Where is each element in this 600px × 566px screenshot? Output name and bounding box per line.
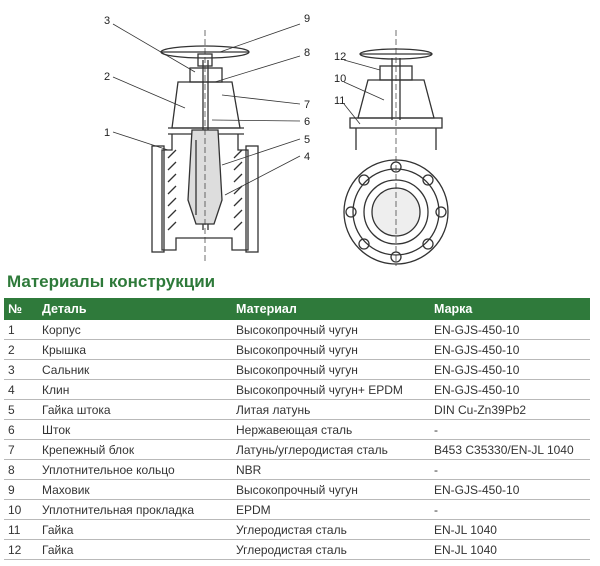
cell-material: Высокопрочный чугун+ EPDM: [232, 379, 430, 400]
cell-no: 11: [4, 519, 38, 540]
cell-grade: EN-GJS-450-10: [430, 379, 590, 400]
cell-grade: -: [430, 499, 590, 520]
cell-grade: EN-GJS-450-10: [430, 359, 590, 380]
cell-grade: B453 C35330/EN-JL 1040: [430, 439, 590, 460]
cell-no: 1: [4, 320, 38, 340]
cell-part: Сальник: [38, 359, 232, 380]
callout-10: 10: [334, 73, 346, 85]
cell-material: Углеродистая сталь: [232, 519, 430, 540]
cell-part: Гайка: [38, 519, 232, 540]
cell-no: 6: [4, 419, 38, 440]
cell-material: NBR: [232, 459, 430, 480]
cell-grade: EN-GJS-450-10: [430, 339, 590, 360]
header-part: Деталь: [38, 298, 232, 320]
cell-no: 10: [4, 499, 38, 520]
cell-part: Корпус: [38, 320, 232, 340]
cell-no: 2: [4, 339, 38, 360]
cell-no: 12: [4, 539, 38, 560]
cell-part: Клин: [38, 379, 232, 400]
cell-material: Высокопрочный чугун: [232, 339, 430, 360]
callout-4: 4: [304, 151, 310, 163]
cell-grade: EN-GJS-450-10: [430, 479, 590, 500]
callout-7: 7: [304, 99, 310, 111]
cell-part: Гайка: [38, 539, 232, 560]
header-material: Материал: [232, 298, 430, 320]
valve-drawing: 1 2 3 4 5 6 7 8 9 10 11 12: [104, 13, 449, 266]
cell-part: Шток: [38, 419, 232, 440]
cell-no: 9: [4, 479, 38, 500]
cell-material: Высокопрочный чугун: [232, 359, 430, 380]
cell-material: Высокопрочный чугун: [232, 320, 430, 340]
cell-part: Уплотнительная прокладка: [38, 499, 232, 520]
cell-grade: -: [430, 419, 590, 440]
cell-part: Уплотнительное кольцо: [38, 459, 232, 480]
callout-11: 11: [334, 95, 345, 107]
cell-part: Маховик: [38, 479, 232, 500]
cell-no: 4: [4, 379, 38, 400]
callout-6: 6: [304, 116, 310, 128]
section-title: Материалы конструкции: [7, 272, 216, 291]
cell-material: Латунь/углеродистая сталь: [232, 439, 430, 460]
callout-3: 3: [104, 15, 110, 27]
cell-grade: DIN Cu-Zn39Pb2: [430, 399, 590, 420]
callout-5: 5: [304, 134, 310, 146]
cell-material: EPDM: [232, 499, 430, 520]
cell-material: Литая латунь: [232, 399, 430, 420]
valve-section-view: [151, 30, 259, 262]
leader-lines-left: [112, 23, 301, 196]
cell-part: Крепежный блок: [38, 439, 232, 460]
cell-grade: EN-JL 1040: [430, 539, 590, 560]
cell-grade: -: [430, 459, 590, 480]
cell-material: Нержавеющая сталь: [232, 419, 430, 440]
cell-no: 3: [4, 359, 38, 380]
table-header-row: № Деталь Материал Марка: [4, 298, 590, 320]
cell-no: 5: [4, 399, 38, 420]
cell-grade: EN-JL 1040: [430, 519, 590, 540]
callout-8: 8: [304, 47, 310, 59]
cell-material: Высокопрочный чугун: [232, 479, 430, 500]
callout-12: 12: [334, 51, 346, 63]
valve-front-view: [343, 30, 449, 266]
callout-1: 1: [104, 127, 110, 139]
callout-2: 2: [104, 71, 110, 83]
cell-no: 7: [4, 439, 38, 460]
cell-material: Углеродистая сталь: [232, 539, 430, 560]
cell-no: 8: [4, 459, 38, 480]
cell-part: Крышка: [38, 339, 232, 360]
callout-9: 9: [304, 13, 310, 25]
header-no: №: [4, 298, 38, 320]
leader-lines-right: [343, 59, 385, 125]
header-grade: Марка: [430, 298, 590, 320]
cell-grade: EN-GJS-450-10: [430, 320, 590, 340]
cell-part: Гайка штока: [38, 399, 232, 420]
